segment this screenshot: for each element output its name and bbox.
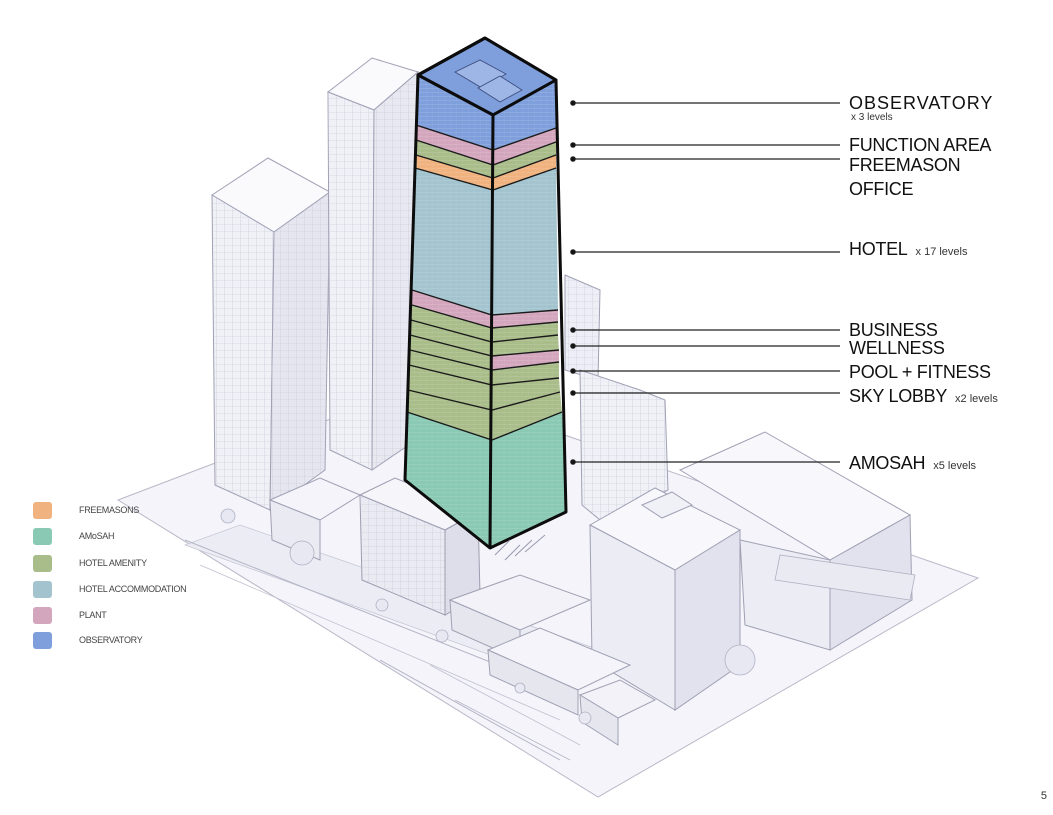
legend-item-freemasons: FREEMASONS bbox=[33, 502, 233, 520]
callout-amosah-label: AMOSAH bbox=[849, 453, 926, 473]
callout-pool-fitness: POOL + FITNESS bbox=[849, 362, 991, 382]
main-tower bbox=[403, 36, 568, 561]
callout-observatory-levels: x 3 levels bbox=[851, 112, 893, 123]
context-trees bbox=[220, 508, 756, 725]
callout-observatory-label: OBSERVATORY bbox=[849, 93, 994, 113]
callout-amosah: AMOSAH x5 levels bbox=[849, 453, 976, 476]
legend-swatch bbox=[33, 528, 52, 545]
callout-observatory: OBSERVATORY bbox=[849, 93, 993, 113]
legend-label: HOTEL AMENITY bbox=[79, 558, 147, 568]
callout-sky-lobby-levels: x2 levels bbox=[955, 393, 998, 405]
legend-swatch bbox=[33, 632, 52, 649]
legend-label: HOTEL ACCOMMODATION bbox=[79, 584, 187, 594]
legend-label: AMoSAH bbox=[79, 531, 115, 541]
legend-item-hotel-amenity: HOTEL AMENITY bbox=[33, 555, 233, 573]
callout-function-area-label: FUNCTION AREA bbox=[849, 135, 992, 155]
legend-label: PLANT bbox=[79, 610, 107, 620]
callout-wellness-label: WELLNESS bbox=[849, 338, 945, 358]
context-block-east bbox=[678, 431, 916, 651]
legend-swatch bbox=[33, 502, 52, 519]
callout-sky-lobby: SKY LOBBY x2 levels bbox=[849, 386, 998, 409]
callout-business-label: BUSINESS bbox=[849, 320, 938, 340]
context-heritage-buildings bbox=[268, 477, 657, 746]
tower-left-face bbox=[405, 75, 493, 548]
context-building-right bbox=[564, 274, 669, 521]
callout-freemason-office-line2: OFFICE bbox=[849, 179, 914, 199]
callout-leaders bbox=[570, 100, 840, 465]
callout-hotel-label: HOTEL bbox=[849, 239, 908, 259]
callout-freemason-label: FREEMASON bbox=[849, 155, 961, 175]
callout-function-area: FUNCTION AREA bbox=[849, 135, 991, 155]
context-tower-middle bbox=[326, 57, 420, 471]
tower-right-face bbox=[490, 80, 566, 548]
legend-label: FREEMASONS bbox=[79, 505, 140, 515]
callout-freemason-office: FREEMASON bbox=[849, 155, 961, 175]
callout-wellness: WELLNESS bbox=[849, 338, 945, 358]
legend-label: OBSERVATORY bbox=[79, 635, 143, 645]
callout-business: BUSINESS bbox=[849, 320, 938, 340]
legend-item-plant: PLANT bbox=[33, 607, 233, 625]
legend-swatch bbox=[33, 607, 52, 624]
page-number: 5 bbox=[1040, 790, 1047, 802]
callout-hotel: HOTEL x 17 levels bbox=[849, 239, 968, 262]
callout-hotel-levels: x 17 levels bbox=[915, 246, 968, 258]
callout-amosah-levels: x5 levels bbox=[933, 460, 977, 472]
context-block-front bbox=[588, 487, 742, 711]
context-tower-left bbox=[211, 157, 331, 511]
legend-swatch bbox=[33, 555, 52, 572]
callout-office-label: OFFICE bbox=[849, 179, 914, 199]
callout-sky-lobby-label: SKY LOBBY bbox=[849, 386, 948, 406]
callout-pool-fitness-label: POOL + FITNESS bbox=[849, 362, 991, 382]
legend-item-amosah: AMoSAH bbox=[33, 528, 233, 546]
legend-swatch bbox=[33, 581, 52, 598]
legend-item-observatory: OBSERVATORY bbox=[33, 632, 233, 650]
legend-item-hotel-accommodation: HOTEL ACCOMMODATION bbox=[33, 581, 233, 599]
